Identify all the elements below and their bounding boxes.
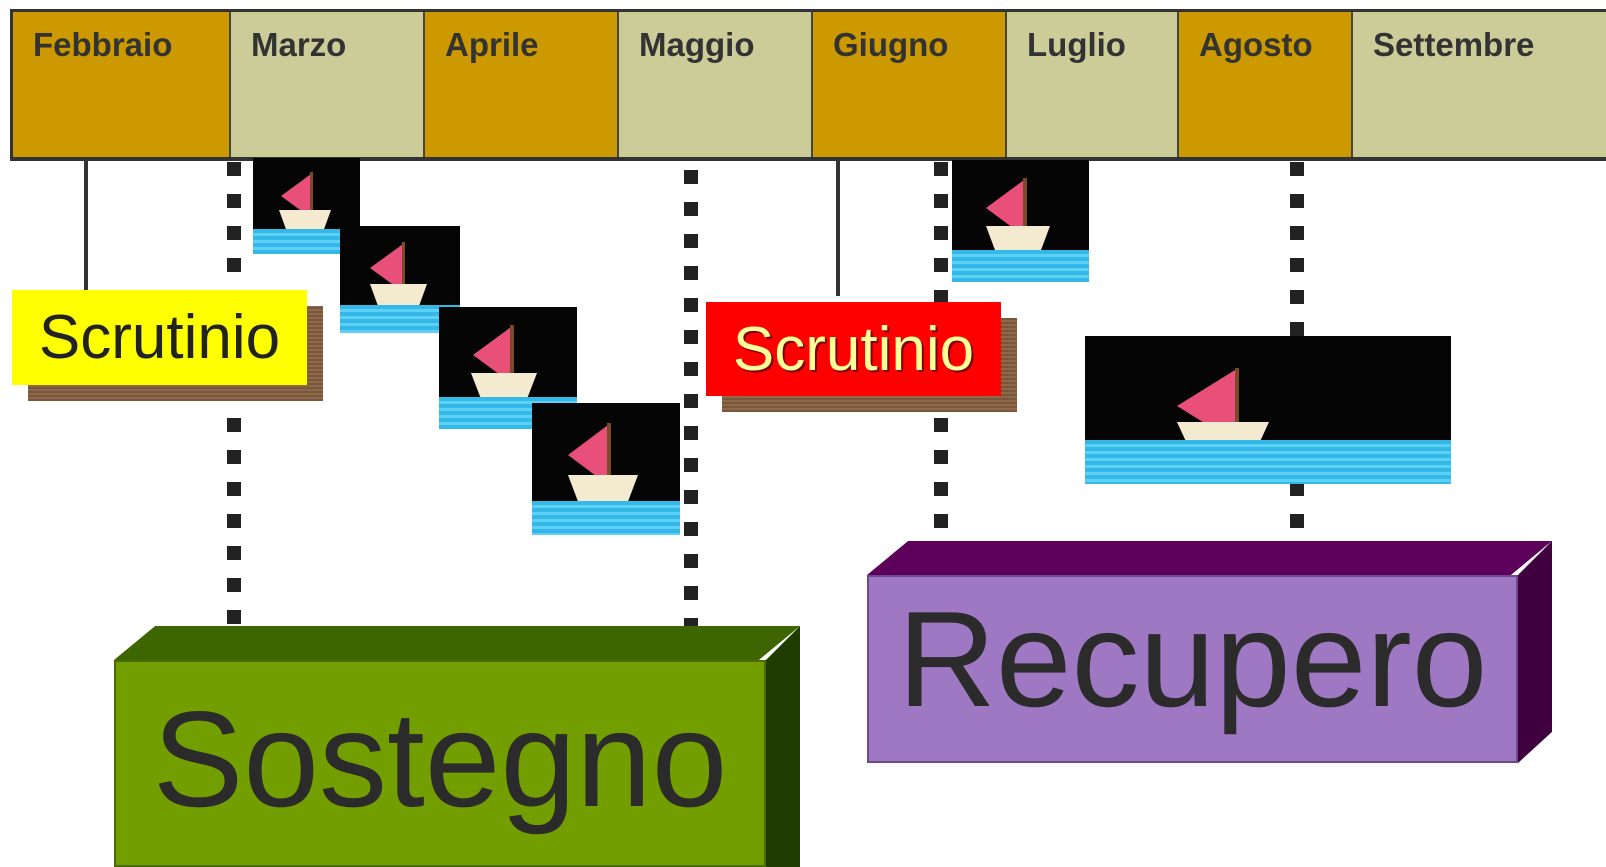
sailboat-icon bbox=[532, 403, 680, 535]
month-marzo: Marzo bbox=[231, 12, 425, 157]
scrutinio-text: Scrutinio bbox=[732, 314, 975, 384]
sailboat-icon bbox=[1085, 336, 1451, 484]
dashed-line-marzo bbox=[227, 162, 241, 642]
month-agosto: Agosto bbox=[1179, 12, 1353, 157]
connector-giugno bbox=[836, 161, 840, 296]
month-giugno: Giugno bbox=[813, 12, 1007, 157]
month-settembre: Settembre bbox=[1353, 12, 1606, 157]
sailboat-icon bbox=[952, 160, 1089, 282]
sostegno-text: Sostegno bbox=[152, 682, 728, 835]
month-maggio: Maggio bbox=[619, 12, 813, 157]
sostegno-block: Sostegno bbox=[114, 626, 800, 867]
dashed-line-maggio bbox=[684, 170, 698, 642]
month-timeline: Febbraio Marzo Aprile Maggio Giugno Lugl… bbox=[10, 9, 1606, 161]
scrutinio-label-febbraio: Scrutinio bbox=[12, 290, 307, 385]
scrutinio-label-giugno: Scrutinio bbox=[706, 302, 1001, 396]
recupero-text: Recupero bbox=[897, 583, 1488, 735]
month-aprile: Aprile bbox=[425, 12, 619, 157]
month-febbraio: Febbraio bbox=[13, 12, 231, 157]
connector-febbraio bbox=[84, 161, 88, 293]
scrutinio-text: Scrutinio bbox=[38, 303, 281, 372]
month-luglio: Luglio bbox=[1007, 12, 1179, 157]
recupero-block: Recupero bbox=[867, 541, 1552, 763]
